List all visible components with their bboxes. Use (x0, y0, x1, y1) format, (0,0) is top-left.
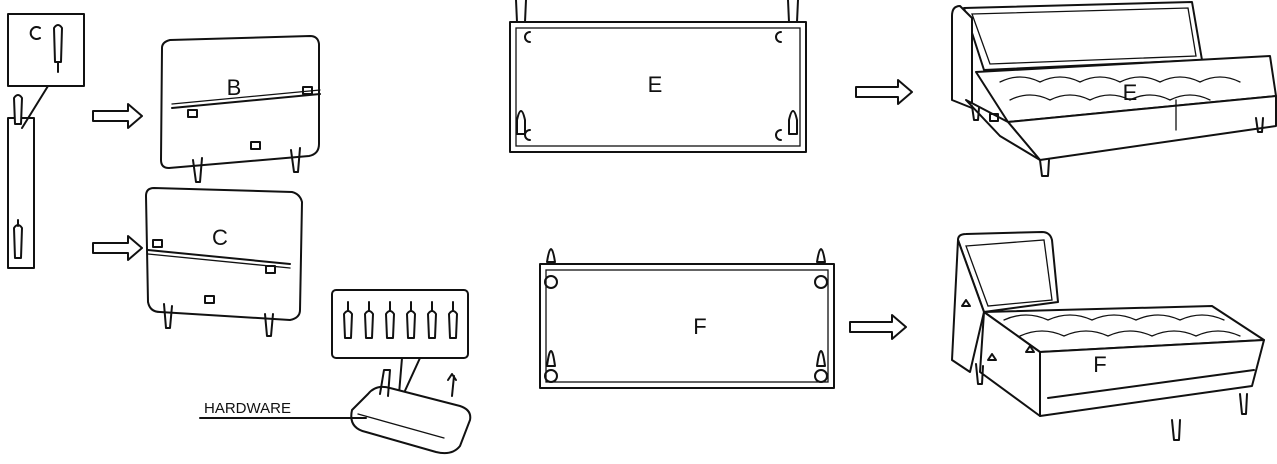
panel-b: B (160, 35, 321, 183)
leg-icon (13, 94, 23, 125)
sofa-e-label: E (1123, 80, 1138, 105)
hardware-label: HARDWARE (204, 400, 291, 417)
chaise-f: F (951, 231, 1265, 441)
frame-e: E (509, 0, 807, 153)
leg-icon (53, 24, 63, 73)
leg-detail (7, 13, 85, 269)
panel-b-label: B (227, 75, 242, 100)
panel-c-label: C (212, 225, 228, 250)
bracket-icon (29, 26, 41, 40)
leg-icon (448, 301, 458, 339)
frame-e-label: E (648, 72, 663, 97)
sofa-e: E (951, 1, 1277, 177)
leg-icon (343, 301, 353, 339)
leg-icon (427, 301, 437, 339)
hardware-pack: HARDWARE (199, 289, 472, 455)
frame-f-label: F (693, 314, 706, 339)
arrow-right-icon (855, 79, 913, 105)
hardware-legs (343, 301, 458, 339)
leg-icon (406, 301, 416, 339)
chaise-f-label: F (1093, 352, 1106, 377)
leg-icon (364, 301, 374, 339)
leg-icon (385, 301, 395, 339)
frame-f: F (539, 248, 835, 389)
leg-icon (13, 219, 23, 259)
arrow-right-icon (92, 235, 143, 261)
arrow-right-icon (849, 314, 907, 340)
arrow-right-icon (92, 103, 143, 129)
panel-c: C (145, 187, 303, 337)
